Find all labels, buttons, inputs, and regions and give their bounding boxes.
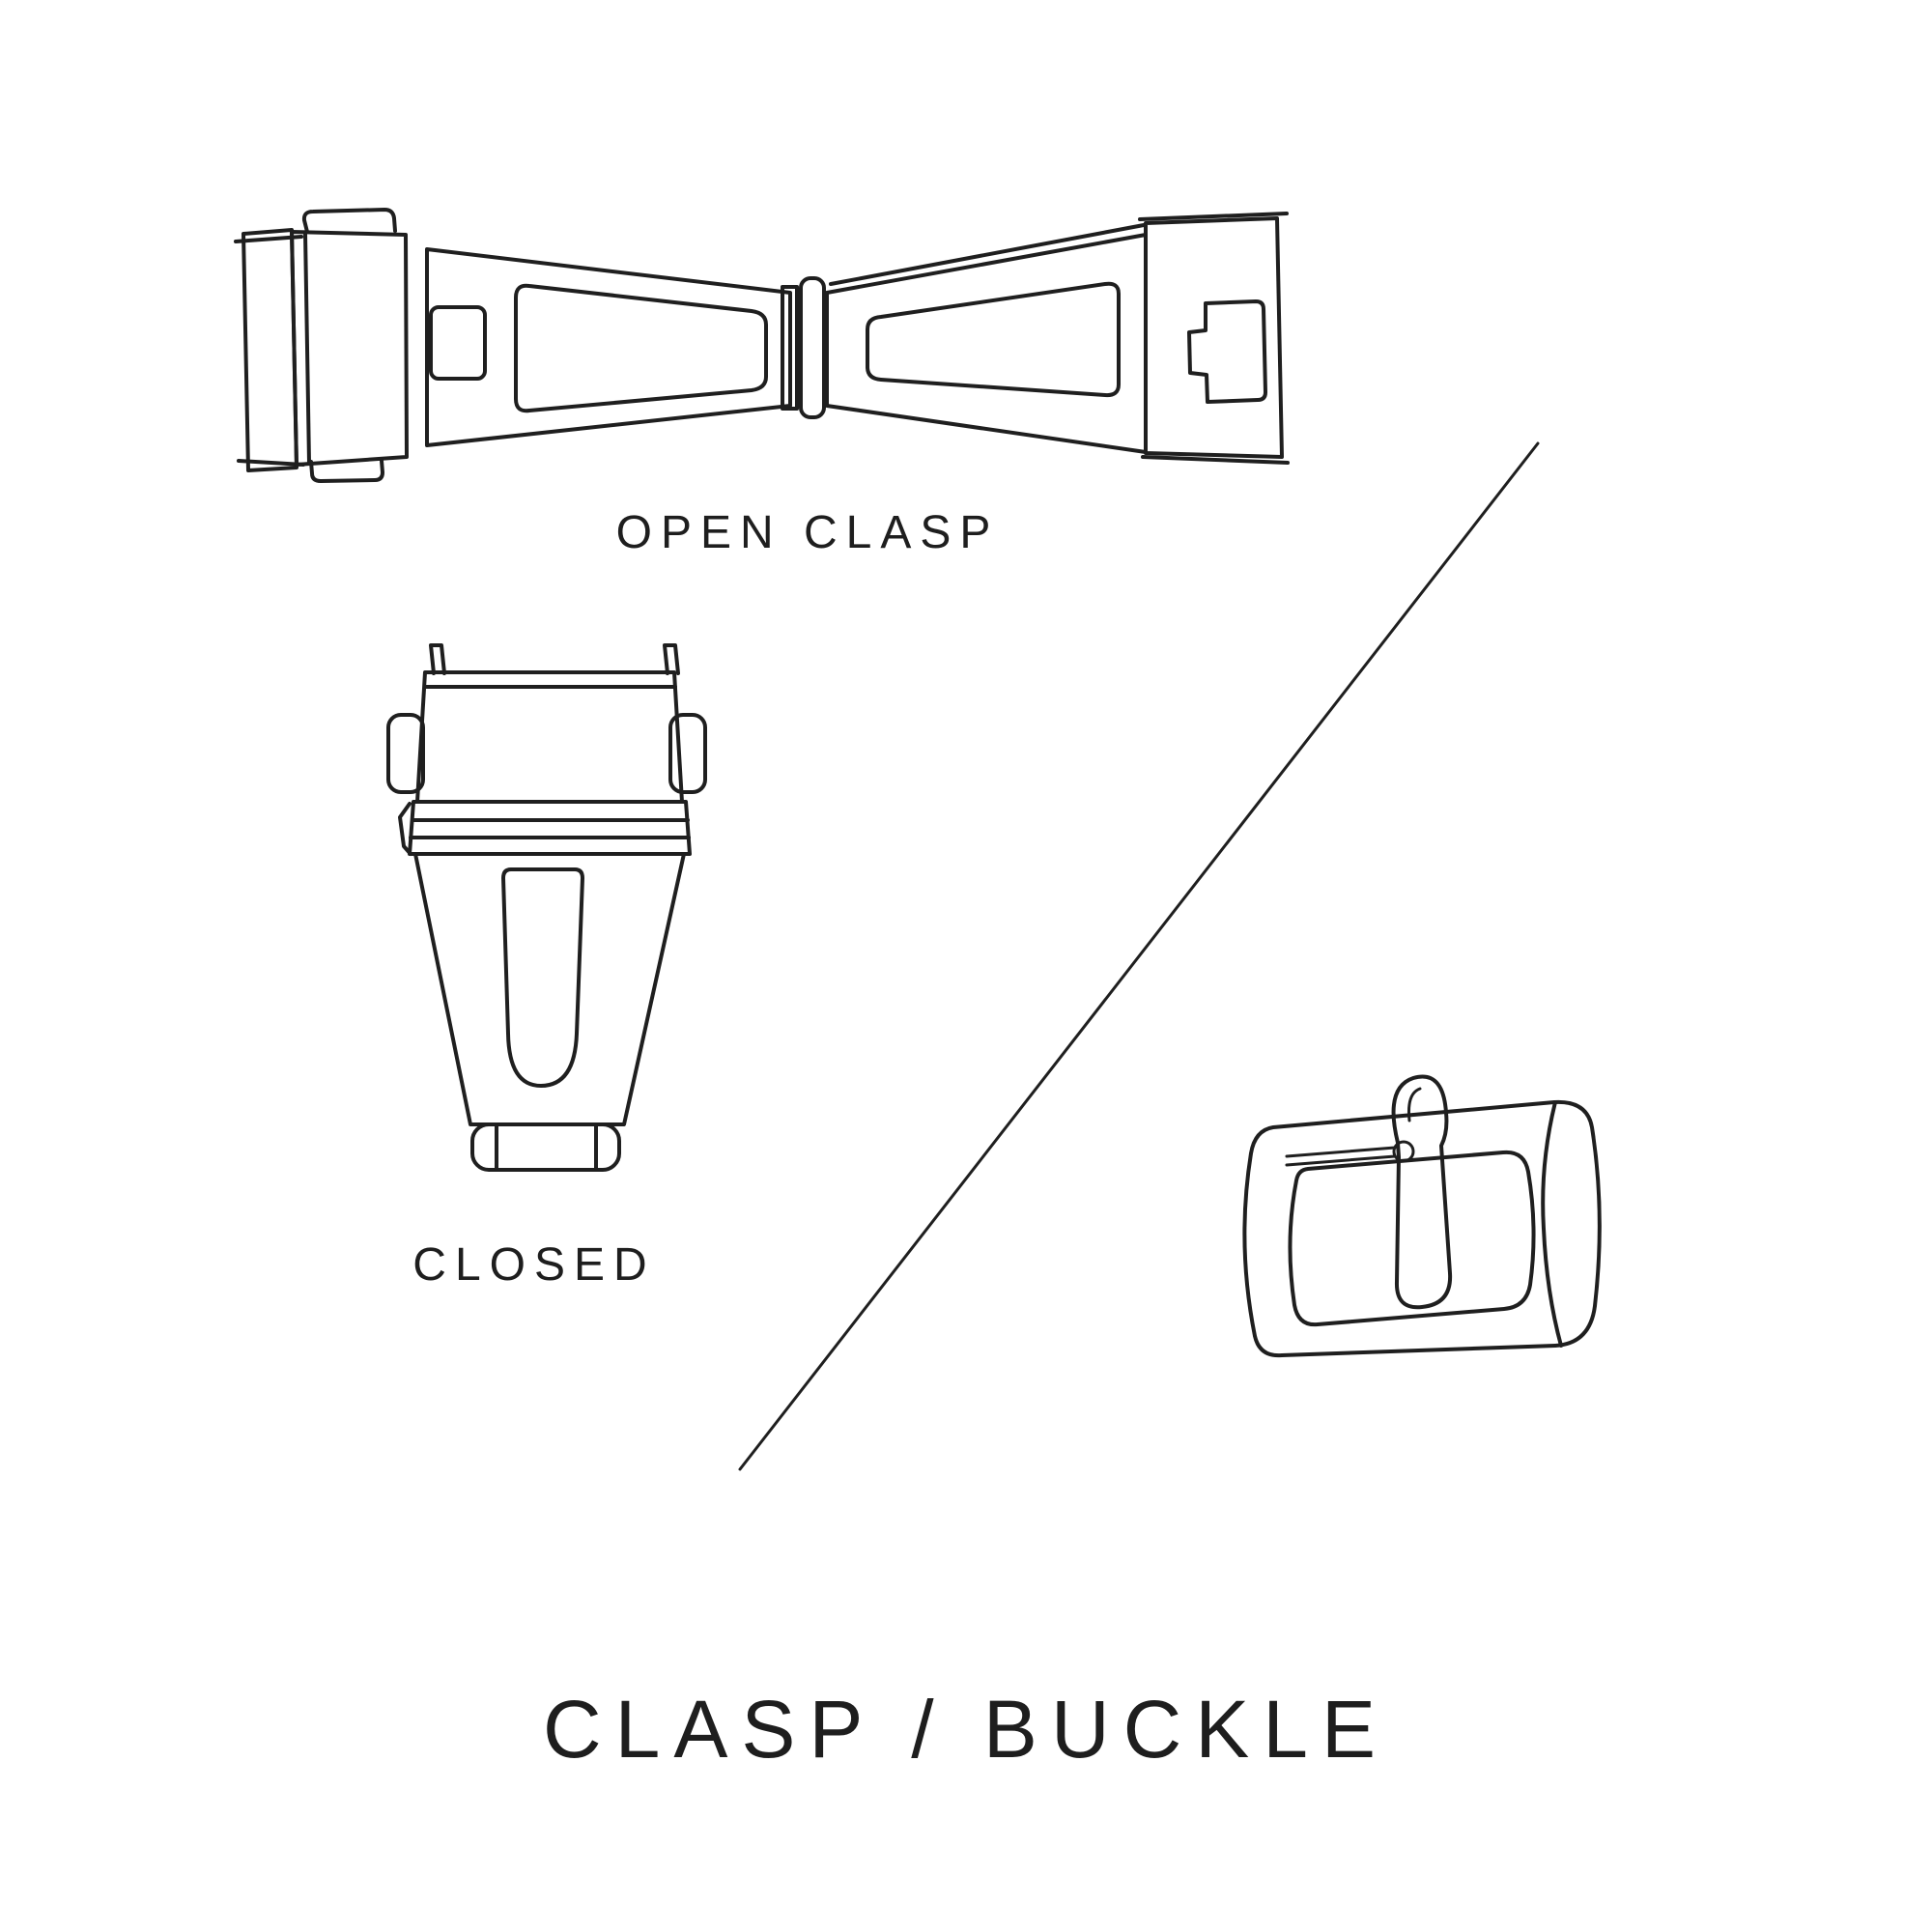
diagonal-divider [738, 441, 1540, 1471]
open-clasp-illustration [234, 208, 1290, 483]
open-clasp-label: OPEN CLASP [615, 507, 1000, 558]
closed-clasp-label: CLOSED [412, 1239, 656, 1291]
diagram-title: CLASP / BUCKLE [542, 1684, 1390, 1775]
closed-clasp-illustration [386, 643, 707, 1172]
buckle-illustration [1242, 1074, 1602, 1358]
